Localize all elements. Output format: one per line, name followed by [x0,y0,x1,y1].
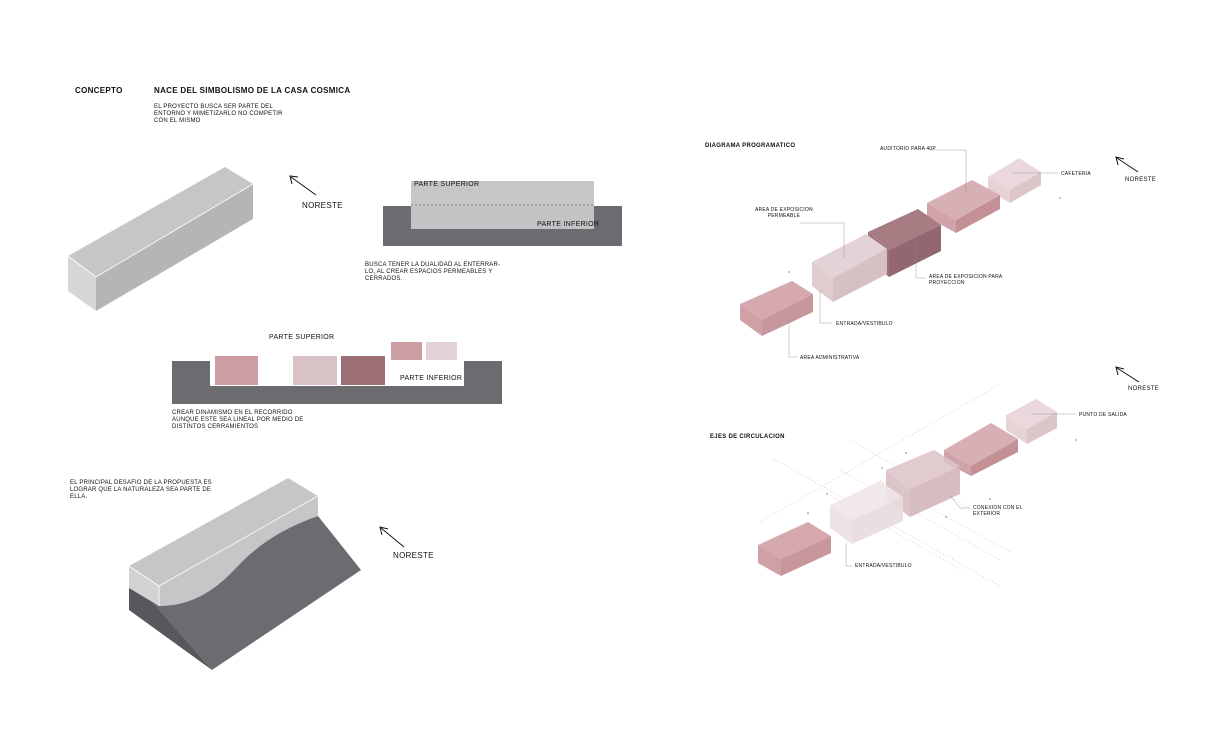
north-arrow-icon [379,526,405,548]
concept-bar-edge-lines [67,183,254,278]
section-two-block-mauve [341,356,385,385]
circulation-label-entrada: ENTRADA/VESTIBULO [855,563,912,569]
section-two-bottom-label: PARTE INFERIOR [400,375,463,382]
program-label-auditorio: AUDITORIO PARA 40P [880,146,936,152]
program-box-auditorio [927,180,1000,233]
program-leader-lines [788,149,1058,358]
circulation-box-proyeccion [886,450,960,517]
section-two-block-rose [215,356,258,385]
program-box-cafeteria [988,158,1041,203]
section-two-upper-rose [391,342,422,360]
concept-bar-top-face [68,167,253,277]
section-two-block-light [293,356,337,385]
circulation-box-auditorio [944,423,1018,476]
terrain-bar-front [159,496,318,606]
circulation-box-entrada [758,522,831,576]
terrain-dark-slope [129,516,361,670]
concept-bar-volume [67,167,254,311]
program-label-exposicion-permeable: AREA DE EXPOSICION PERMEABLE [755,207,813,219]
terrain-bar-left [129,566,159,606]
section-one-top-label: PARTE SUPERIOR [414,181,480,188]
circulation-leader-lines [845,413,1076,567]
circulation-label-salida: PUNTO DE SALIDA [1079,412,1127,418]
north-label-concept: NORESTE [302,201,343,210]
concept-title: NACE DEL SIMBOLISMO DE LA CASA COSMICA [154,86,351,95]
section-two-upper-light [426,342,457,360]
terrain-volume [128,478,361,670]
program-box-permeable [812,234,887,302]
challenge-text: EL PRINCIPAL DESAFIO DE LA PROPUESTA ES … [70,480,212,501]
program-label-administrativa: AREA ADMINISTRATIVA [800,355,860,361]
north-label-circulation: NORESTE [1128,386,1160,392]
section-two-top-label: PARTE SUPERIOR [269,334,335,341]
concept-bar-left-face [68,256,96,311]
circulation-label-conexion: CONEXION CON EL EXTERIOR [973,505,1023,517]
circulation-box-permeable [830,481,903,544]
section-one-caption: BUSCA TENER LA DUALIDAD AL ENTERRAR- LO,… [365,262,501,283]
section-one-bottom-label: PARTE INFERIOR [537,221,600,228]
section-one-lower-void [411,206,594,229]
program-label-cafeteria: CAFETERIA [1061,171,1091,177]
concept-paragraph: EL PROYECTO BUSCA SER PARTE DEL ENTORNO … [154,104,283,125]
section-two-ground [172,361,502,404]
section-one-diagram [383,181,622,246]
section-one-upper-block [411,181,594,207]
program-label-exposicion-proyeccion: AREA DE EXPOSICION PARA PROYECCION [929,274,1003,286]
circulation-title: EJES DE CIRCULACION [710,434,785,440]
north-arrow-icon [289,175,317,196]
program-label-entrada: ENTRADA/VESTIBULO [836,321,893,327]
north-arrow-icon [1115,156,1139,173]
terrain-bar-top [129,478,318,586]
north-label-challenge: NORESTE [393,551,434,560]
concept-bar-front-face [96,184,253,311]
program-box-administrativa [740,281,813,336]
concept-label: CONCEPTO [75,86,123,95]
north-arrow-icon [1115,366,1140,383]
section-two-diagram [172,342,502,404]
section-two-caption: CREAR DINAMISMO EN EL RECORRIDO AUNQUE E… [172,410,304,431]
north-label-program: NORESTE [1125,177,1157,183]
program-diagram-title: DIAGRAMA PROGRAMATICO [705,143,796,149]
